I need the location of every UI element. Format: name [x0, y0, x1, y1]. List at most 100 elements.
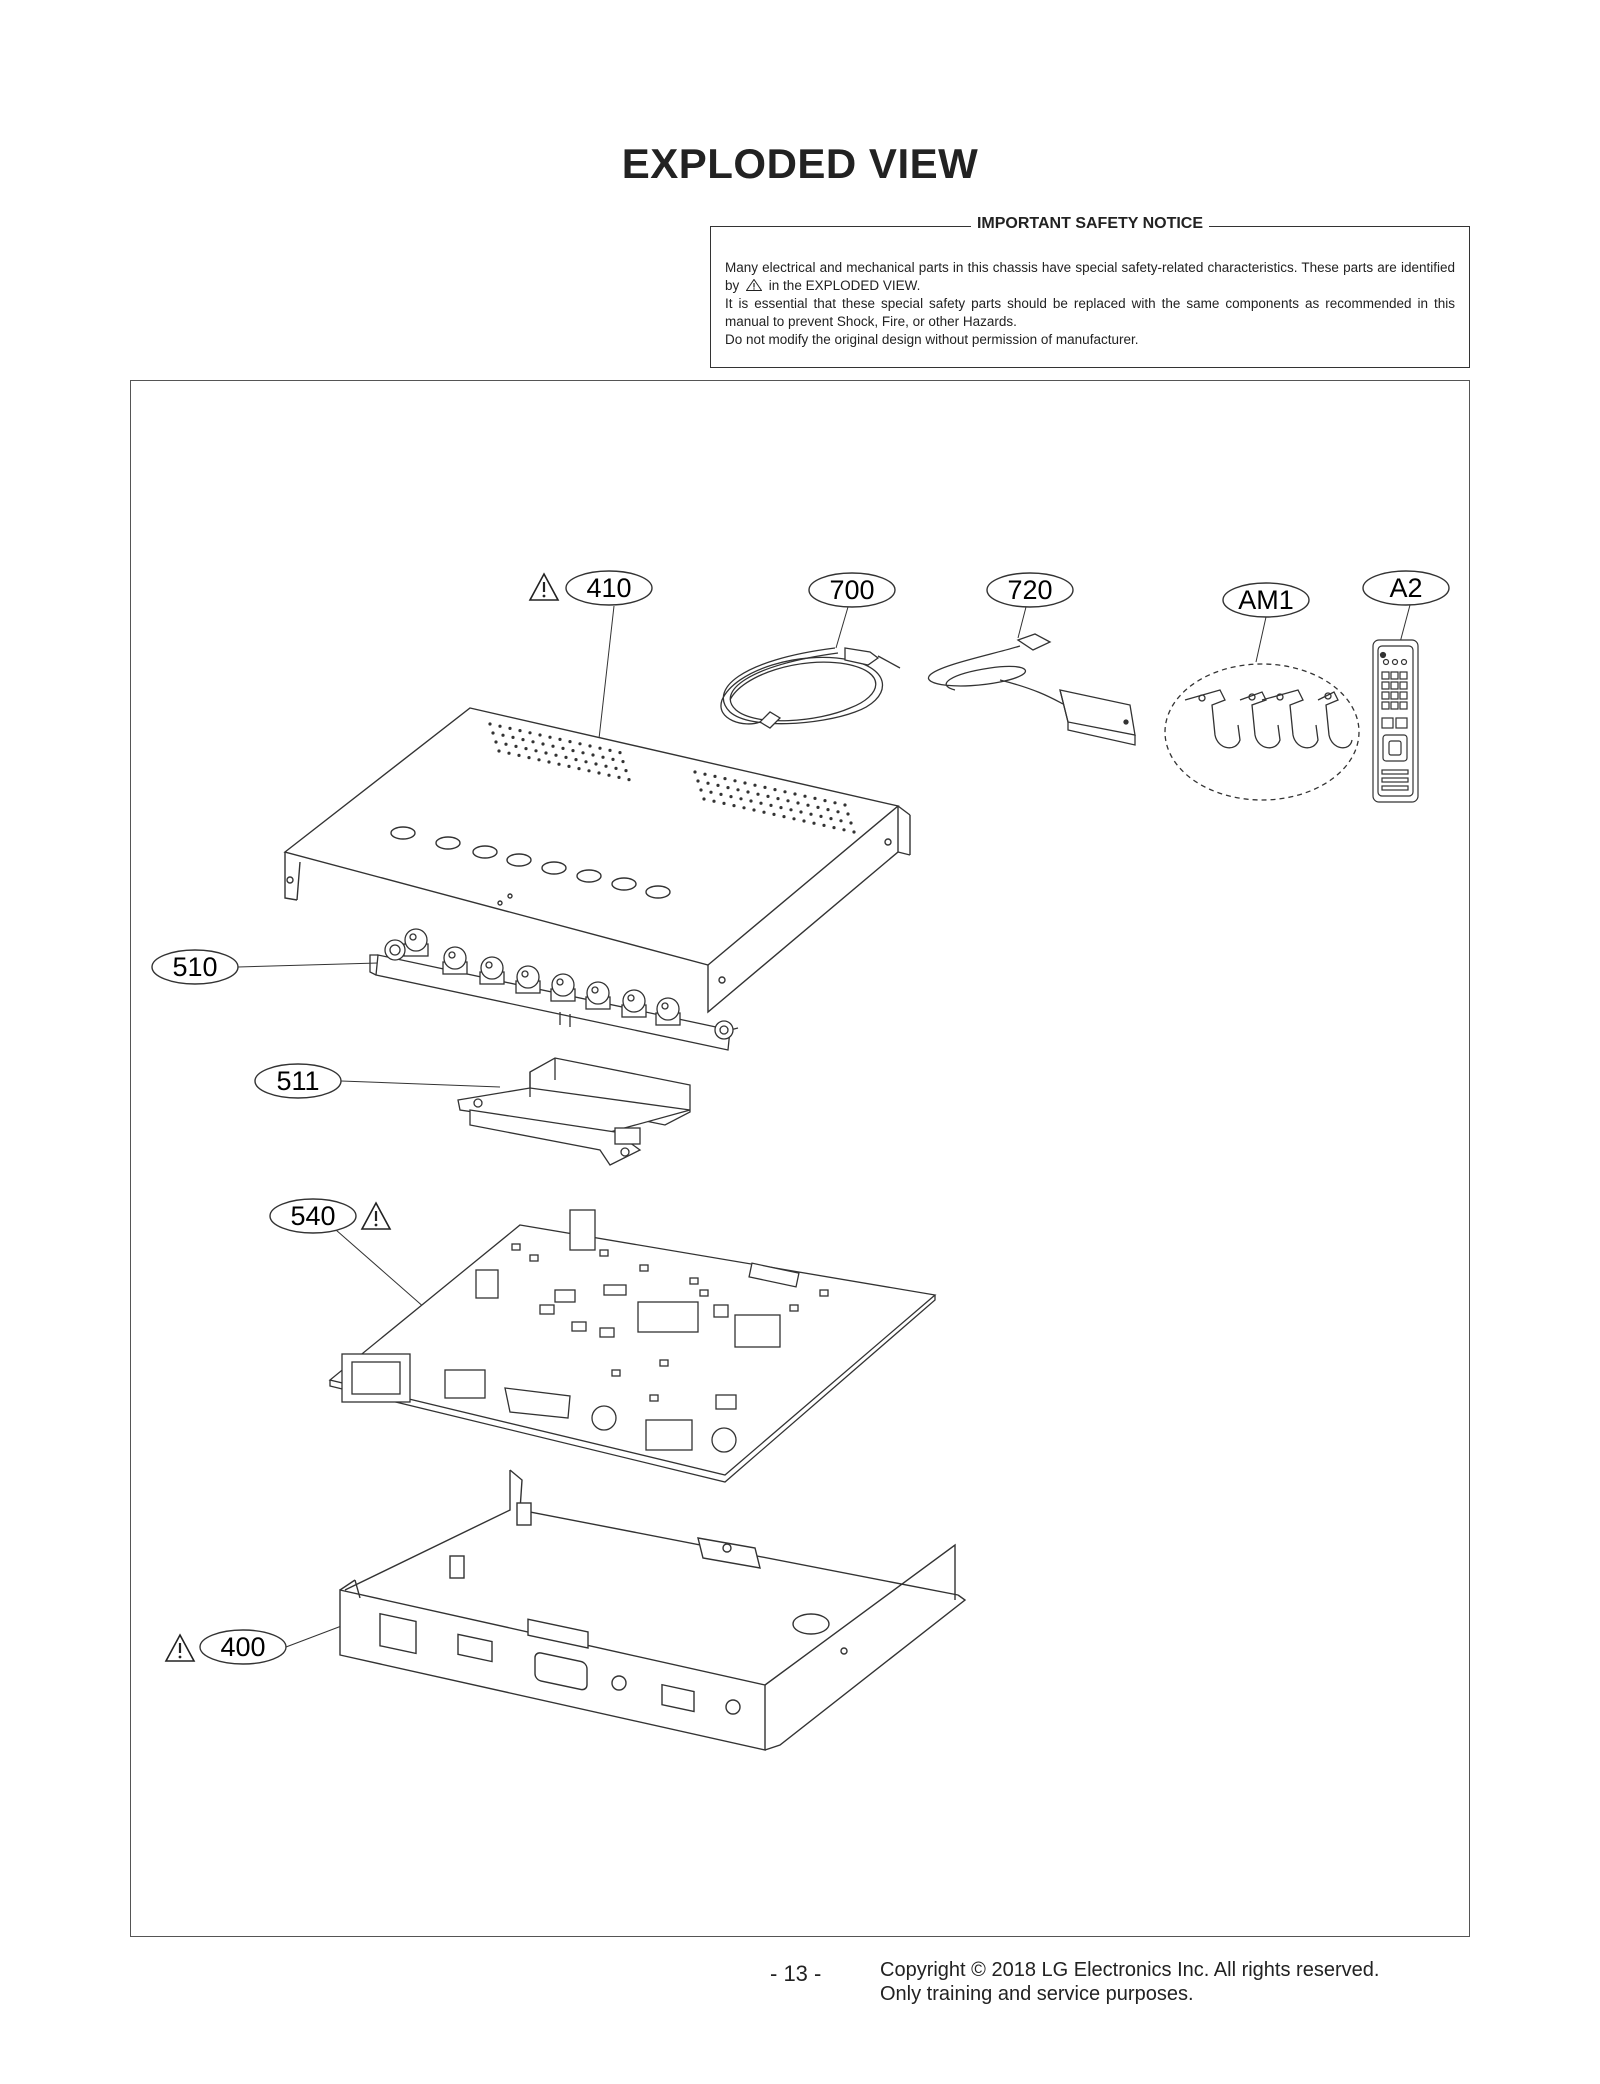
vent-hole: [584, 760, 588, 764]
vent-hole: [792, 817, 796, 821]
safety-notice-box: IMPORTANT SAFETY NOTICE Many electrical …: [710, 215, 1470, 368]
vent-hole: [829, 817, 833, 821]
vent-hole: [723, 777, 727, 781]
vent-hole: [796, 801, 800, 805]
remote-key: [1381, 691, 1390, 700]
vent-hole: [696, 779, 700, 783]
pcb-component: [659, 1359, 669, 1367]
vent-hole: [511, 735, 515, 740]
vent-hole: [793, 792, 797, 796]
vent-hole: [802, 819, 806, 823]
vent-hole: [782, 815, 786, 819]
copyright-text: Copyright © 2018 LG Electronics Inc. All…: [880, 1959, 1380, 1981]
vent-hole: [558, 737, 562, 742]
notice-line1-pre: Many electrical and mechanical parts in …: [725, 260, 1455, 293]
remote-key: [1390, 701, 1399, 710]
callout-AM1: AM1: [1222, 582, 1310, 663]
vent-hole: [846, 812, 850, 816]
vent-hole: [567, 764, 571, 769]
keypad-knob-highlight: [485, 961, 493, 969]
vent-hole: [561, 746, 565, 751]
safety-notice-heading: IMPORTANT SAFETY NOTICE: [970, 215, 1210, 232]
vent-hole: [601, 755, 605, 759]
vent-hole: [732, 804, 736, 808]
vent-hole: [607, 773, 611, 777]
vent-hole: [504, 742, 508, 746]
keypad-knob-highlight: [591, 986, 599, 994]
copyright-block: Copyright © 2018 LG Electronics Inc. All…: [880, 1958, 1379, 2006]
vent-hole: [507, 751, 511, 755]
vent-hole: [809, 812, 813, 816]
pcb-component: [699, 1289, 709, 1297]
part-720-power-adapter: [927, 633, 1136, 746]
vent-hole: [849, 821, 853, 825]
vent-hole: [833, 801, 837, 805]
remote-key: [1382, 658, 1390, 666]
vent-hole: [598, 746, 602, 750]
remote-key: [1400, 658, 1408, 666]
diagram-frame: [130, 380, 1470, 1937]
keypad-knob: [622, 989, 646, 1013]
keypad-knob: [516, 965, 540, 989]
keypad-knob-highlight: [556, 978, 564, 986]
keypad-knob: [656, 997, 680, 1021]
vent-hole: [541, 742, 545, 746]
vent-hole: [703, 772, 707, 776]
callout-label-700: 700: [829, 575, 874, 605]
pcb-component: [689, 1277, 699, 1285]
callout-label-400: 400: [220, 1632, 265, 1662]
vent-hole: [621, 760, 625, 764]
vent-hole: [799, 810, 803, 814]
callout-label-540: 540: [290, 1201, 335, 1231]
vent-hole: [813, 796, 817, 801]
vent-hole: [716, 783, 720, 788]
callout-511: 511: [254, 1063, 501, 1099]
safety-notice-line2: It is essential that these special safet…: [725, 296, 1455, 329]
vent-hole: [789, 808, 793, 812]
keypad-knob-highlight: [627, 994, 635, 1002]
vent-hole: [591, 753, 595, 757]
vent-hole: [699, 788, 703, 792]
warning-icon: [360, 1201, 392, 1231]
vent-hole: [763, 785, 767, 790]
vent-hole: [812, 821, 816, 825]
vent-hole: [756, 792, 760, 796]
vent-hole: [627, 778, 631, 782]
warning-icon: [746, 279, 763, 291]
part-540-main-board: [328, 1209, 937, 1483]
keypad-knob: [551, 973, 575, 997]
vent-hole: [508, 726, 512, 731]
vent-hole: [588, 744, 592, 748]
vent-hole: [803, 794, 807, 798]
vent-hole: [571, 749, 575, 753]
remote-key: [1399, 691, 1408, 700]
part-510-keypad-board: [369, 928, 739, 1051]
vent-hole: [528, 731, 532, 735]
vent-hole: [547, 760, 551, 764]
remote-key: [1390, 691, 1399, 700]
safety-notice-line1: Many electrical and mechanical parts in …: [725, 259, 1455, 295]
callout-label-510: 510: [172, 952, 217, 982]
remote-key: [1391, 658, 1399, 666]
vent-hole: [617, 775, 621, 780]
page-title: EXPLODED VIEW: [621, 140, 979, 187]
vent-hole: [769, 803, 773, 808]
callout-700: 700: [808, 572, 896, 649]
vent-hole: [498, 724, 502, 728]
vent-hole: [518, 729, 522, 733]
keypad-knob-highlight: [448, 951, 456, 959]
vent-hole: [531, 740, 535, 744]
keypad-knob-highlight: [521, 970, 529, 978]
safety-notice-body: Many electrical and mechanical parts in …: [725, 259, 1455, 349]
keypad-knob-highlight: [409, 933, 417, 941]
vent-hole: [581, 751, 585, 755]
vent-hole: [527, 756, 531, 760]
remote-key: [1381, 701, 1390, 710]
vent-hole: [719, 792, 723, 797]
vent-hole: [839, 819, 843, 823]
keypad-knob: [480, 956, 504, 980]
part-511-board-bracket: [457, 1057, 691, 1166]
vent-hole: [574, 758, 578, 762]
vent-hole: [544, 751, 548, 755]
